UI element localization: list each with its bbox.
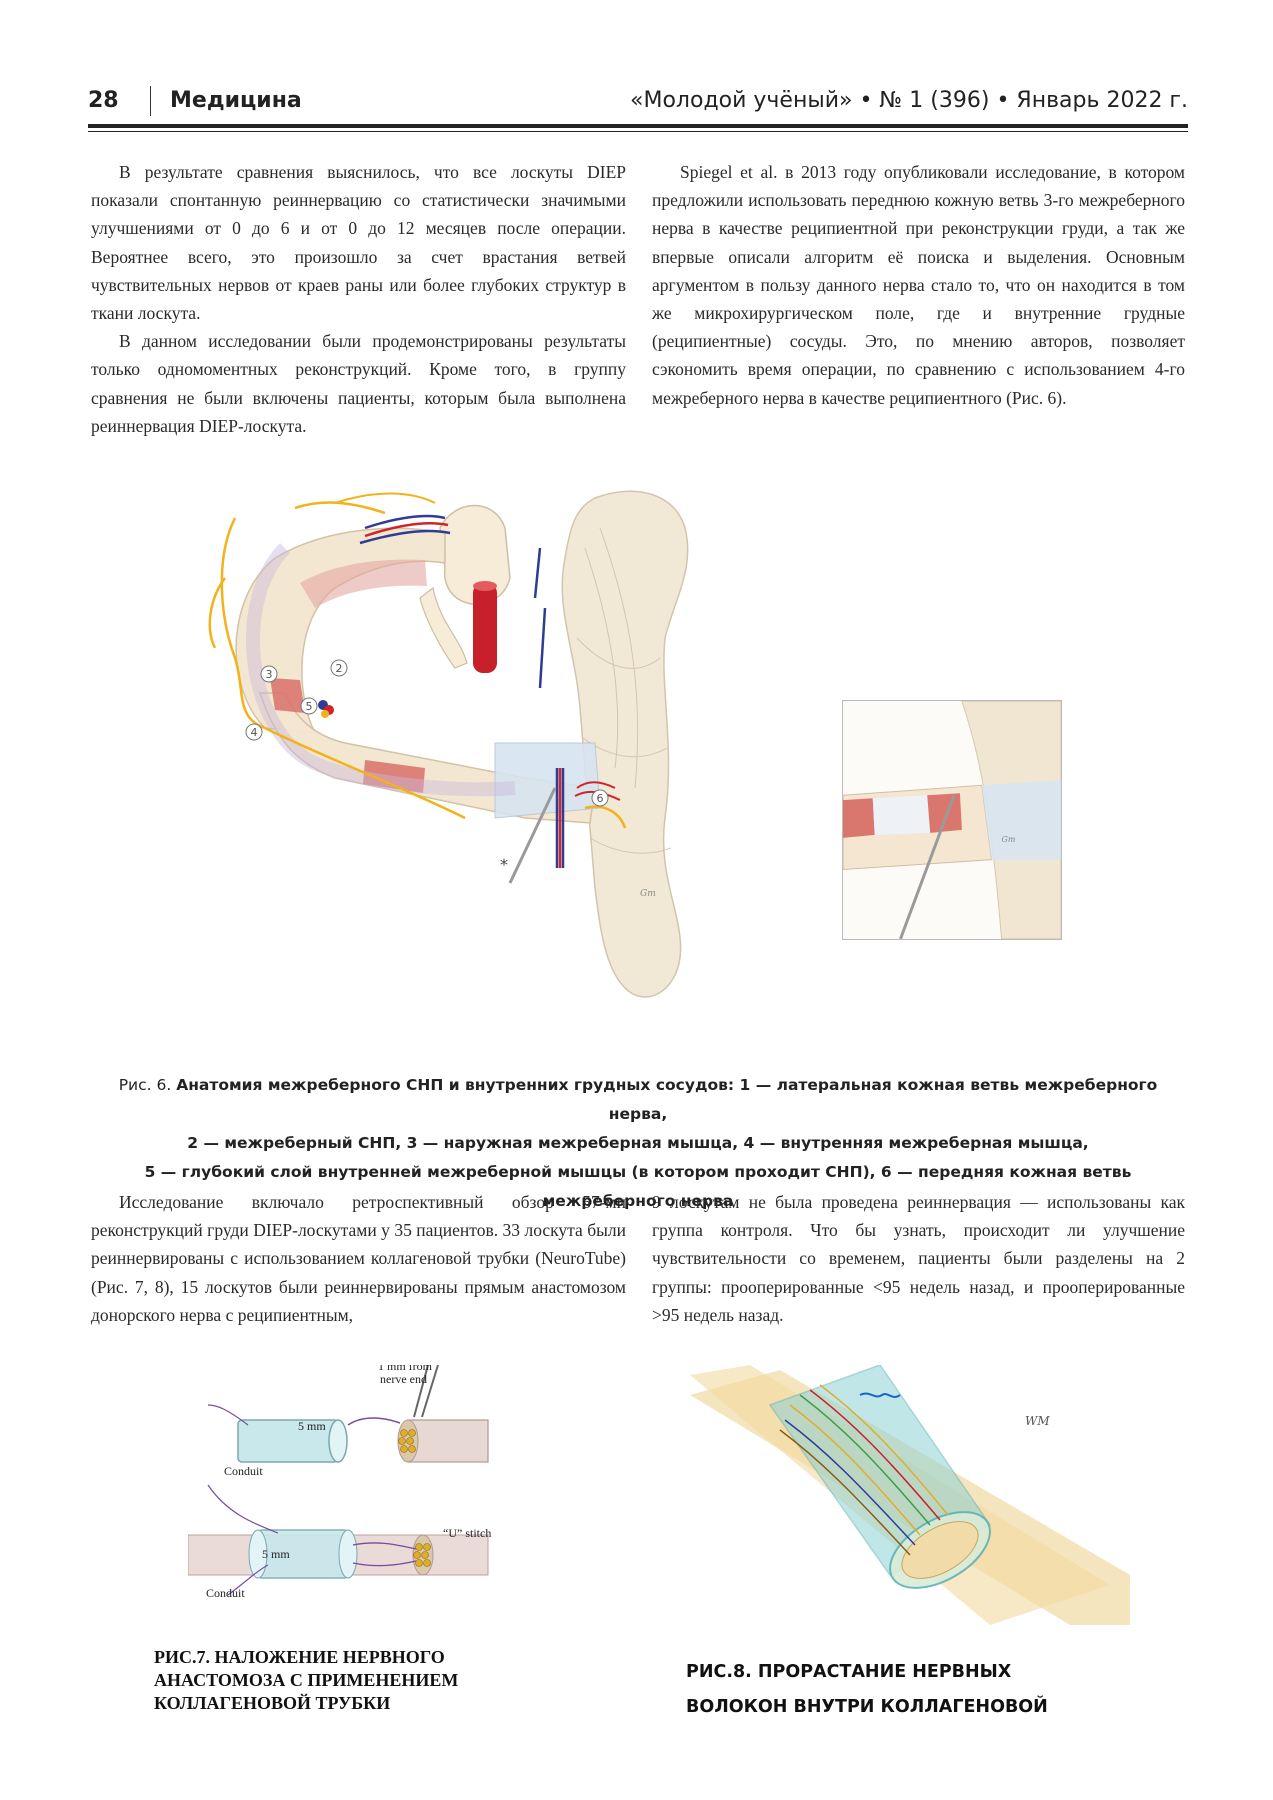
section-title: Медицина: [170, 88, 302, 113]
paragraph: Исследование включало ретроспективный об…: [91, 1192, 626, 1325]
label-5mm-top: 5 mm: [298, 1419, 326, 1433]
label-5mm-bottom: 5 mm: [262, 1547, 290, 1561]
label-u-stitch: “U” stitch: [443, 1526, 491, 1540]
figure-6-inset: Gm: [842, 700, 1062, 940]
top-right-column: Spiegel et al. в 2013 году опубликовали …: [652, 158, 1185, 412]
figure-label-5: 5: [306, 700, 313, 713]
bottom-right-column: 9 лоскутам не была проведена реиннерваци…: [652, 1188, 1185, 1329]
artist-signature: Gm: [640, 889, 656, 899]
inset-signature: Gm: [1002, 835, 1016, 844]
top-left-column: В результате сравнения выяснилось, что в…: [91, 158, 626, 440]
label-conduit-bottom: Conduit: [206, 1586, 245, 1600]
header-separator: [150, 86, 151, 116]
figure-6-caption: Рис. 6. Анатомия межреберного СНП и внут…: [88, 1071, 1188, 1216]
caption-7-line-1: РИС.7. НАЛОЖЕНИЕ НЕРВНОГО: [154, 1647, 445, 1667]
bottom-left-column: Исследование включало ретроспективный об…: [91, 1188, 626, 1329]
paragraph: Spiegel et al. в 2013 году опубликовали …: [652, 162, 1185, 408]
caption-line-1: Анатомия межреберного СНП и внутренних г…: [176, 1076, 1158, 1123]
figure-label-6: 6: [597, 792, 604, 805]
page-number: 28: [88, 88, 119, 113]
label-conduit-top: Conduit: [224, 1464, 263, 1478]
caption-prefix: Рис. 6.: [118, 1076, 177, 1094]
figure-6-illustration: 1 2 3 4 5 6 * Gm: [208, 490, 689, 998]
figure-8-caption: РИС.8. ПРОРАСТАНИЕ НЕРВНЫХ ВОЛОКОН ВНУТР…: [686, 1655, 1086, 1725]
journal-info: «Молодой учёный» • № 1 (396) • Январь 20…: [630, 88, 1188, 113]
caption-line-2: 2 — межреберный СНП, 3 — наружная межреб…: [187, 1134, 1089, 1152]
caption-8-line-1: РИС.8. ПРОРАСТАНИЕ НЕРВНЫХ: [686, 1662, 1012, 1682]
caption-line-3: 5 — глубокий слой внутренней межреберной…: [144, 1163, 1132, 1210]
page-header: 28 Медицина «Молодой учёный» • № 1 (396)…: [88, 86, 1188, 122]
figure-8-illustration: WM: [690, 1365, 1130, 1625]
figure-7-caption: РИС.7. НАЛОЖЕНИЕ НЕРВНОГО АНАСТОМОЗА С П…: [154, 1646, 554, 1716]
figure-asterisk: *: [500, 855, 508, 874]
caption-7-line-2: АНАСТОМОЗА С ПРИМЕНЕНИЕМ: [154, 1670, 459, 1690]
figure-label-3: 3: [266, 668, 273, 681]
caption-7-line-3: КОЛЛАГЕНОВОЙ ТРУБКИ: [154, 1693, 391, 1713]
label-nerve-end: nerve end: [380, 1372, 427, 1386]
label-1mm-from: 1 mm from: [378, 1365, 433, 1373]
figure-label-2: 2: [336, 662, 343, 675]
figure-7-illustration: 5 mm Conduit 1 mm from nerve end “U” sti…: [188, 1365, 491, 1600]
header-rule-thin: [88, 131, 1188, 132]
figure-label-4: 4: [251, 726, 258, 739]
paragraph: В результате сравнения выяснилось, что в…: [91, 162, 626, 324]
artist-signature-fig8: WM: [1025, 1414, 1050, 1428]
header-rule-thick: [88, 124, 1188, 128]
caption-8-line-2: ВОЛОКОН ВНУТРИ КОЛЛАГЕНОВОЙ: [686, 1697, 1048, 1717]
paragraph: В данном исследовании были продемонстрир…: [91, 331, 626, 436]
paragraph: 9 лоскутам не была проведена реиннерваци…: [652, 1192, 1185, 1325]
